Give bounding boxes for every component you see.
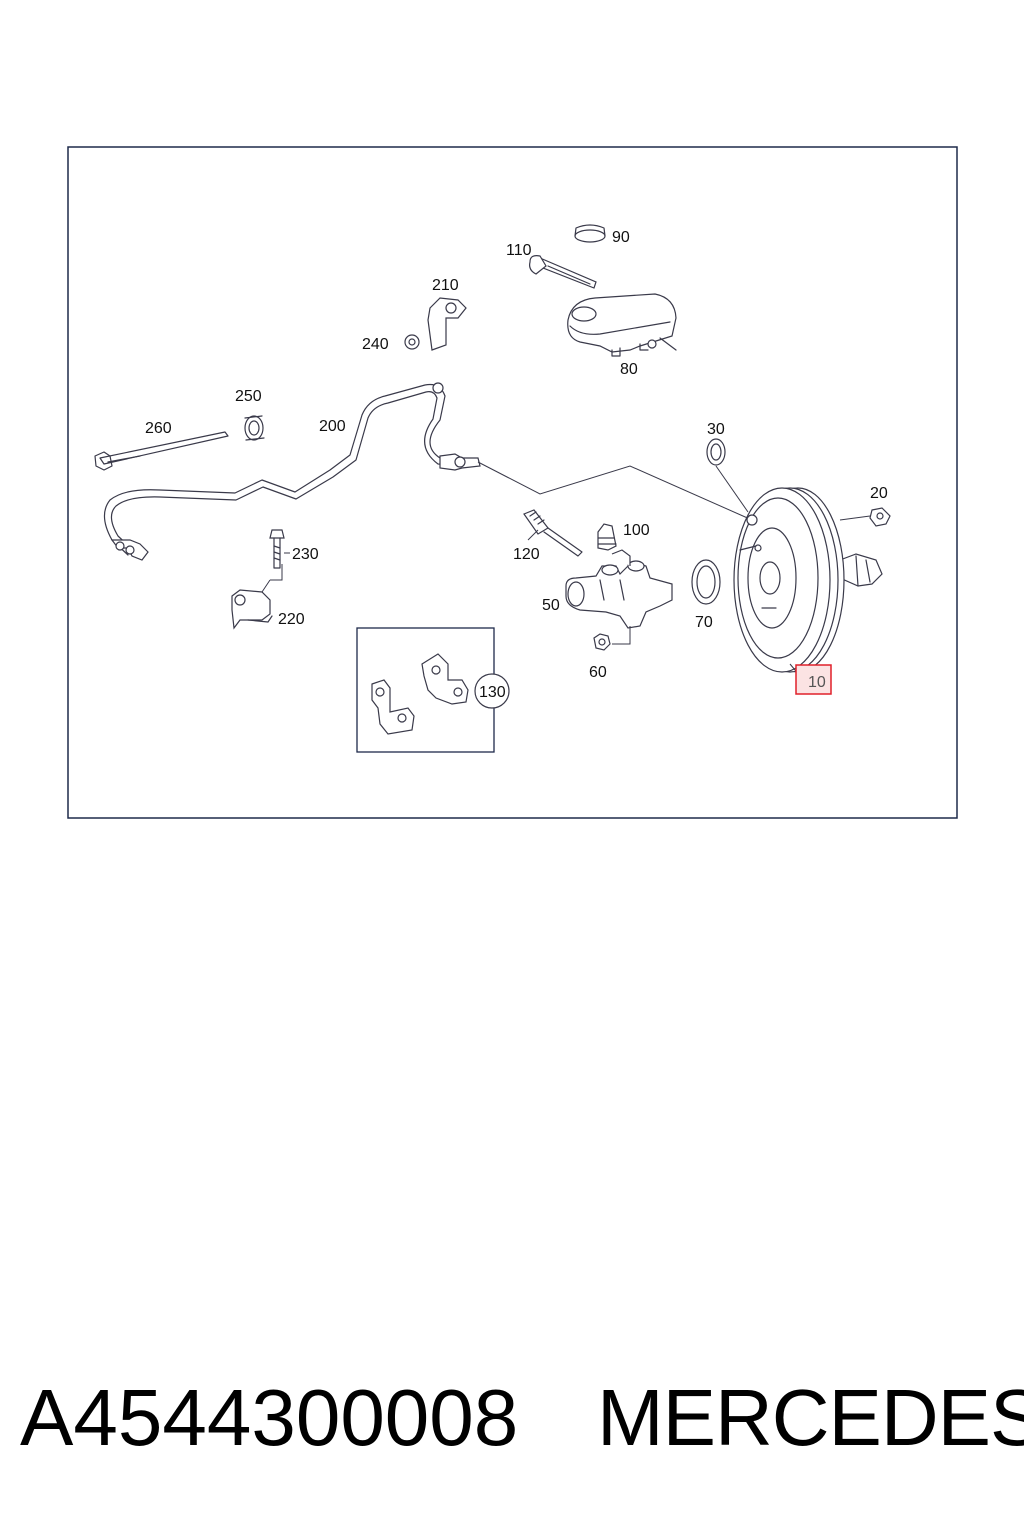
bolt-230 [269,529,290,569]
callout-200: 200 [319,418,346,435]
diagram-border [67,146,958,819]
callout-260: 260 [145,420,172,437]
callout-100: 100 [623,522,650,539]
part-number: A4544300008 [20,1373,519,1462]
bracket-220 [231,564,283,630]
seal-ring-70 [691,559,721,605]
callout-20: 20 [870,485,888,502]
brand-name: MERCEDES [597,1373,1024,1462]
clip-250 [244,415,265,441]
bracket-210 [404,297,467,351]
reservoir-cap-90 [574,224,606,243]
callout-10-highlight[interactable]: 10 [795,664,832,695]
callout-10: 10 [808,674,826,691]
master-cylinder-50 [565,549,673,645]
callout-80: 80 [620,361,638,378]
cable-tie-260 [94,431,229,471]
callout-70: 70 [695,614,713,631]
callout-230: 230 [292,546,319,563]
callout-130: 130 [479,684,506,701]
seal-cap-100 [597,523,617,551]
callout-30: 30 [707,421,725,438]
detail-box-130 [356,627,510,753]
callout-250: 250 [235,388,262,405]
diagram-svg: 90 110 210 240 80 250 260 200 30 20 100 … [67,146,958,819]
nut-20 [839,507,891,527]
parts-diagram: 90 110 210 240 80 250 260 200 30 20 100 … [67,146,958,819]
callout-50: 50 [542,597,560,614]
brake-line-200 [103,382,753,561]
callout-90: 90 [612,229,630,246]
callout-60: 60 [589,664,607,681]
nut-60 [593,633,611,651]
pushrod-120 [523,509,583,557]
level-sensor-110 [529,255,597,289]
footer: A4544300008 MERCEDES [0,1370,1024,1480]
callout-240: 240 [362,336,389,353]
callout-210: 210 [432,277,459,294]
callout-220: 220 [278,611,305,628]
callout-120: 120 [513,546,540,563]
grommet-30 [706,438,749,513]
callout-110: 110 [506,242,532,259]
reservoir-80 [567,293,677,357]
brake-booster-10 [733,487,883,677]
